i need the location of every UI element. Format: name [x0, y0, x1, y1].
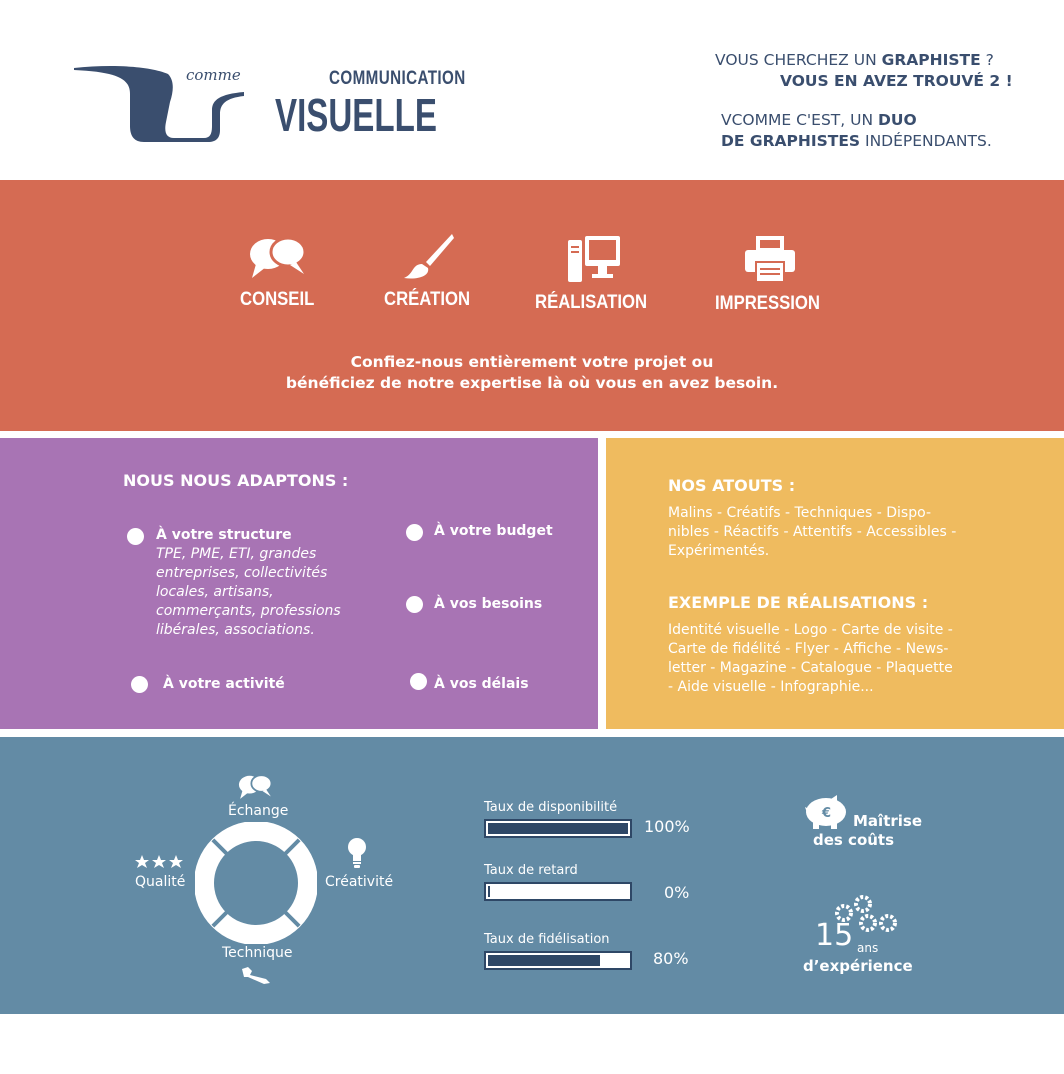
examples-line: letter - Magazine - Catalogue - Plaquett…	[668, 660, 953, 676]
adapt-budget-label: À votre budget	[434, 523, 553, 539]
svg-text:€: €	[821, 806, 831, 821]
examples-list: Identité visuelle - Logo - Carte de visi…	[668, 621, 968, 697]
progress-fill	[488, 955, 600, 966]
adapt-title: NOUS NOUS ADAPTONS :	[123, 471, 349, 490]
stats-band: Échange Créativité Technique Qualité Tau…	[0, 737, 1064, 1014]
years-label: d’expérience	[803, 957, 913, 975]
bullet-icon	[127, 528, 144, 545]
tagline-line-4: DE GRAPHISTES INDÉPENDANTS.	[721, 132, 992, 150]
atouts-line: nibles - Réactifs - Attentifs - Accessib…	[668, 524, 957, 540]
years-number: 15	[815, 918, 854, 953]
service-label-conseil: CONSEIL	[240, 289, 315, 310]
tagline-line-1: VOUS CHERCHEZ UN GRAPHISTE ?	[715, 51, 994, 69]
examples-title: EXEMPLE DE RÉALISATIONS :	[668, 593, 929, 612]
intro-line-2: bénéficiez de notre expertise là où vous…	[285, 374, 779, 392]
paintbrush-icon	[404, 234, 454, 279]
rate-value-fidelisation: 80%	[653, 949, 689, 968]
examples-line: Carte de fidélité - Flyer - Affiche - Ne…	[668, 641, 949, 657]
computer-icon	[568, 236, 620, 282]
years-unit: ans	[857, 941, 879, 955]
progress-bar-fidelisation	[484, 951, 632, 970]
tagline-line-3: VCOMME C'EST, UN DUO	[721, 111, 917, 129]
logo-v-mark	[74, 66, 244, 142]
wheel-label-qualite: Qualité	[135, 874, 186, 890]
services-band: CONSEIL CRÉATION RÉALISATION IMPRESSION …	[0, 180, 1064, 431]
logo-comme-text: comme	[186, 66, 241, 84]
rate-label-retard: Taux de retard	[484, 863, 578, 878]
rate-label-disponibilite: Taux de disponibilité	[484, 800, 618, 815]
wrench-icon	[242, 967, 270, 984]
progress-fill	[488, 823, 628, 834]
wheel-label-technique: Technique	[222, 945, 293, 961]
speech-bubbles-icon	[250, 236, 307, 278]
adapt-structure-desc: TPE, PME, ETI, grandes entreprises, coll…	[156, 546, 341, 638]
rate-value-retard: 0%	[664, 883, 690, 902]
atouts-line: Malins - Créatifs - Techniques - Dispo-	[668, 505, 931, 521]
intro-line-1: Confiez-nous entièrement votre projet ou	[350, 353, 714, 371]
progress-bar-disponibilite	[484, 819, 632, 838]
tagline-line-2: VOUS EN AVEZ TROUVÉ 2 !	[780, 72, 1013, 90]
adapt-besoins-label: À vos besoins	[434, 596, 543, 612]
service-label-realisation: RÉALISATION	[535, 292, 648, 313]
service-label-impression: IMPRESSION	[715, 293, 820, 314]
adapt-structure-label: À votre structure	[156, 527, 292, 543]
progress-fill	[488, 886, 490, 897]
atouts-title: NOS ATOUTS :	[668, 476, 796, 495]
logo-visuelle-text: VISUELLE	[275, 89, 437, 141]
piggy-bank-icon: €	[805, 795, 846, 829]
service-label-creation: CRÉATION	[384, 289, 471, 310]
bullet-icon	[131, 676, 148, 693]
gears-icon	[835, 895, 897, 932]
atouts-band: NOS ATOUTS : Malins - Créatifs - Techniq…	[606, 438, 1064, 729]
bullet-icon	[406, 524, 423, 541]
three-stars-icon	[135, 855, 183, 868]
printer-icon	[745, 236, 795, 282]
examples-line: - Aide visuelle - Infographie...	[668, 679, 874, 695]
adapt-band: NOUS NOUS ADAPTONS : À votre structure T…	[0, 438, 598, 729]
cost-line-1: Maîtrise	[853, 812, 923, 830]
bullet-icon	[410, 673, 427, 690]
rate-value-disponibilite: 100%	[644, 817, 690, 836]
wheel-label-creativite: Créativité	[325, 874, 394, 890]
cycle-wheel-icon	[195, 822, 317, 944]
adapt-activite-label: À votre activité	[163, 676, 285, 692]
lightbulb-icon	[348, 838, 366, 868]
atouts-line: Expérimentés.	[668, 543, 770, 559]
progress-bar-retard	[484, 882, 632, 901]
adapt-delais-label: À vos délais	[434, 676, 529, 692]
rate-label-fidelisation: Taux de fidélisation	[484, 932, 610, 947]
wheel-label-echange: Échange	[228, 803, 289, 819]
cost-line-2: des coûts	[813, 831, 895, 849]
atouts-list: Malins - Créatifs - Techniques - Dispo- …	[668, 504, 968, 561]
logo-communication-text: COMMUNICATION	[329, 68, 466, 89]
bullet-icon	[406, 596, 423, 613]
speech-bubbles-icon	[238, 774, 273, 799]
examples-line: Identité visuelle - Logo - Carte de visi…	[668, 622, 953, 638]
